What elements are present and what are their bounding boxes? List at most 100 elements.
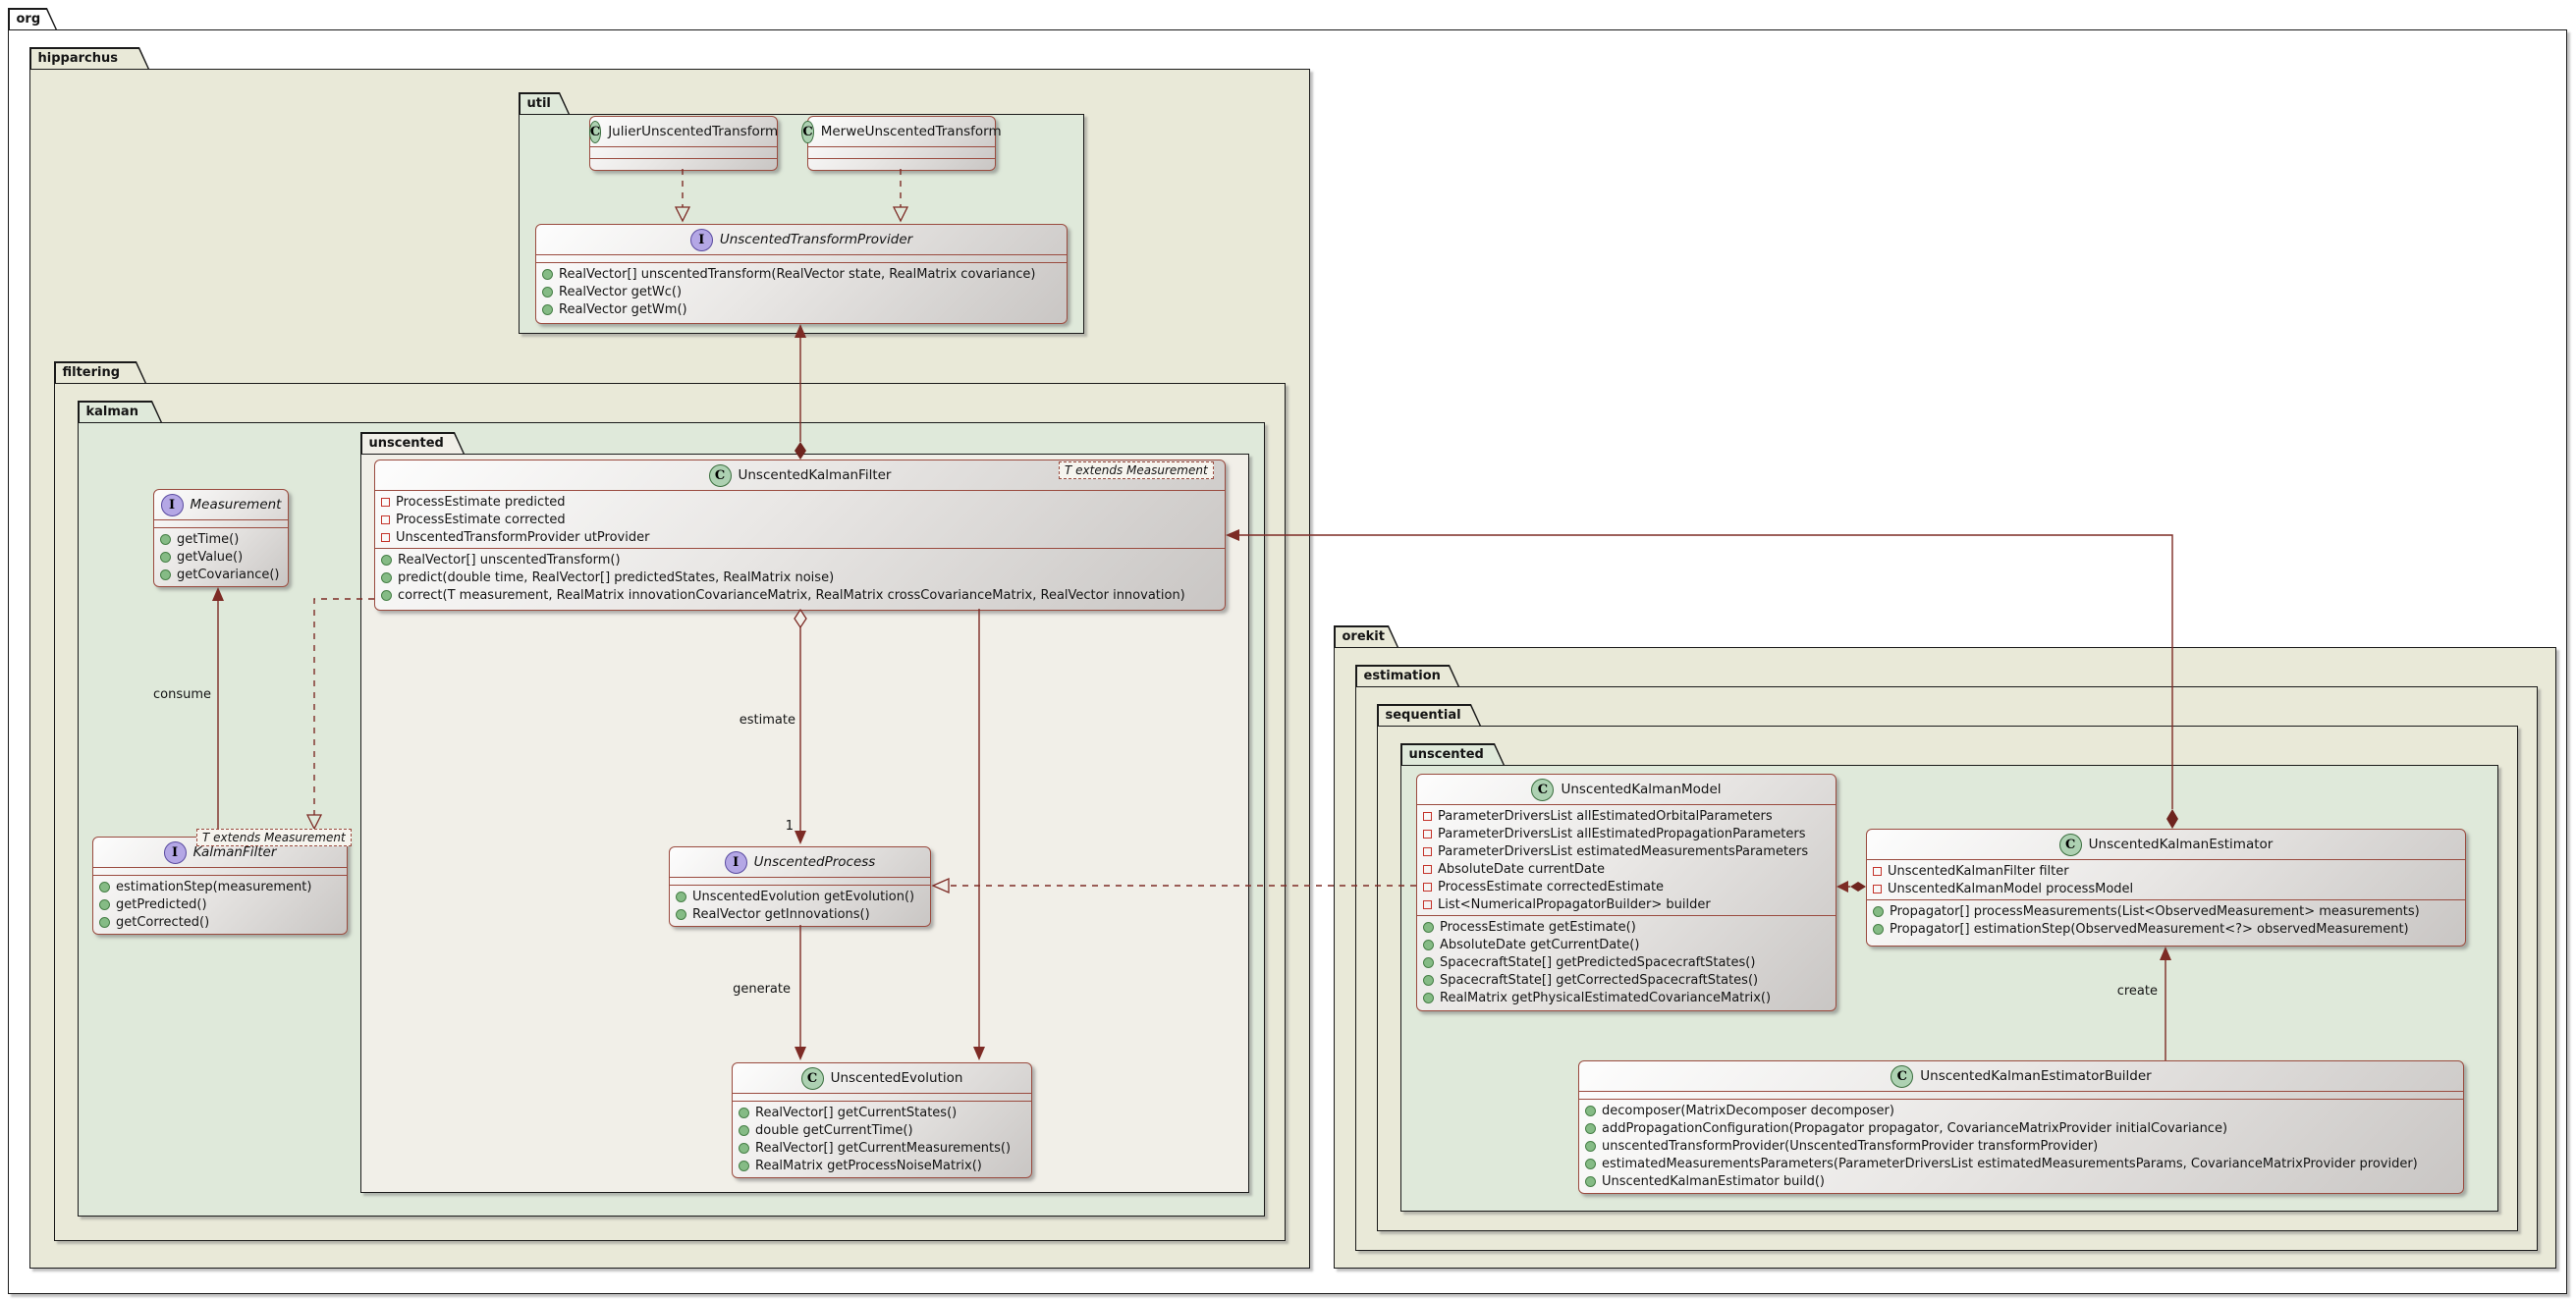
method-row: Propagator[] estimationStep(ObservedMeas… — [1873, 920, 2457, 938]
member-text: ProcessEstimate corrected — [396, 512, 566, 527]
public-method-icon — [739, 1107, 749, 1118]
empty-fields-compartment — [808, 146, 995, 158]
member-text: correct(T measurement, RealMatrix innova… — [398, 587, 1185, 603]
package-sequential-tab: sequential — [1377, 704, 1481, 726]
private-field-icon — [1423, 899, 1432, 909]
method-row: RealMatrix getPhysicalEstimatedCovarianc… — [1423, 989, 1828, 1006]
method-row: estimatedMeasurementsParameters(Paramete… — [1585, 1155, 2455, 1172]
package-org-label: org — [10, 10, 56, 30]
class-icon: C — [1531, 778, 1555, 801]
generic-type-label: T extends Measurement — [196, 829, 352, 846]
class-name: KalmanFilter — [192, 844, 277, 860]
methods-compartment: decomposer(MatrixDecomposer decomposer)a… — [1579, 1099, 2463, 1193]
public-method-icon — [1873, 923, 1884, 935]
class-name: Measurement — [190, 497, 282, 513]
method-row: addPropagationConfiguration(Propagator p… — [1585, 1119, 2455, 1137]
public-method-icon — [1423, 956, 1434, 968]
generic-type-label: T extends Measurement — [1059, 461, 1214, 479]
field-row: UnscentedKalmanFilter filter — [1873, 862, 2457, 880]
empty-fields-compartment — [93, 867, 347, 875]
field-row: UnscentedKalmanModel processModel — [1873, 880, 2457, 897]
public-method-icon — [381, 554, 392, 566]
methods-compartment: RealVector[] unscentedTransform()predict… — [375, 548, 1225, 610]
method-row: RealVector[] getCurrentStates() — [739, 1104, 1023, 1121]
method-row: RealVector[] unscentedTransform() — [381, 551, 1217, 568]
member-text: UnscentedKalmanModel processModel — [1888, 881, 2134, 896]
public-method-icon — [99, 881, 110, 893]
interface-icon: I — [160, 493, 184, 516]
member-text: UnscentedEvolution getEvolution() — [692, 889, 915, 904]
method-row: Propagator[] processMeasurements(List<Ob… — [1873, 902, 2457, 920]
method-row: RealVector[] getCurrentMeasurements() — [739, 1139, 1023, 1157]
member-text: getCorrected() — [116, 914, 210, 930]
method-row: UnscentedKalmanEstimator build() — [1585, 1172, 2455, 1190]
method-row: getCovariance() — [160, 566, 280, 583]
member-text: RealVector[] getCurrentMeasurements() — [755, 1140, 1012, 1156]
class-name: MerweUnscentedTransform — [820, 124, 1002, 139]
public-method-icon — [1585, 1140, 1596, 1152]
empty-methods-compartment — [808, 158, 995, 170]
member-text: AbsoluteDate currentDate — [1438, 861, 1605, 877]
method-row: predict(double time, RealVector[] predic… — [381, 568, 1217, 586]
method-row: RealVector getInnovations() — [676, 905, 922, 923]
member-text: getCovariance() — [177, 567, 280, 582]
methods-compartment: RealVector[] getCurrentStates()double ge… — [733, 1101, 1031, 1177]
method-row: estimationStep(measurement) — [99, 878, 339, 895]
package-unscented-right-tab: unscented — [1400, 743, 1505, 765]
member-text: unscentedTransformProvider(UnscentedTran… — [1602, 1138, 2099, 1154]
class-name: UnscentedKalmanEstimatorBuilder — [1920, 1068, 2152, 1084]
empty-fields-compartment — [590, 146, 777, 158]
member-text: RealVector[] unscentedTransform(RealVect… — [559, 266, 1036, 282]
member-text: getValue() — [177, 549, 244, 565]
public-method-icon — [739, 1142, 749, 1154]
methods-compartment: getTime()getValue()getCovariance() — [154, 527, 288, 586]
member-text: predict(double time, RealVector[] predic… — [398, 569, 835, 585]
field-row: ParameterDriversList allEstimatedPropaga… — [1423, 825, 1828, 842]
edge-label-multiplicity-1: 1 — [785, 819, 794, 834]
public-method-icon — [99, 898, 110, 910]
public-method-icon — [1423, 974, 1434, 986]
class-icon: C — [708, 463, 732, 487]
methods-compartment: ProcessEstimate getEstimate()AbsoluteDat… — [1417, 915, 1836, 1010]
method-row: getValue() — [160, 548, 280, 566]
field-row: AbsoluteDate currentDate — [1423, 860, 1828, 878]
public-method-icon — [381, 589, 392, 601]
member-text: ParameterDriversList allEstimatedOrbital… — [1438, 808, 1773, 824]
empty-fields-compartment — [1579, 1091, 2463, 1099]
member-text: ParameterDriversList estimatedMeasuremen… — [1438, 843, 1809, 859]
member-text: addPropagationConfiguration(Propagator p… — [1602, 1120, 2228, 1136]
class-name: JulierUnscentedTransform — [608, 124, 779, 139]
public-method-icon — [1585, 1158, 1596, 1169]
class-icon: C — [800, 1066, 824, 1090]
class-name: UnscentedKalmanFilter — [738, 467, 892, 483]
public-method-icon — [676, 908, 686, 920]
public-method-icon — [542, 268, 553, 280]
private-field-icon — [381, 514, 390, 524]
private-field-icon — [1423, 846, 1432, 856]
method-row: RealMatrix getProcessNoiseMatrix() — [739, 1157, 1023, 1174]
method-row: correct(T measurement, RealMatrix innova… — [381, 586, 1217, 604]
member-text: ProcessEstimate predicted — [396, 494, 566, 510]
method-row: RealVector getWm() — [542, 300, 1059, 318]
package-orekit-label: orekit — [1336, 627, 1398, 648]
method-row: RealVector[] unscentedTransform(RealVect… — [542, 265, 1059, 283]
member-text: RealVector getWc() — [559, 284, 683, 299]
edge-label-consume: consume — [152, 687, 211, 702]
edge-label-create: create — [2116, 984, 2158, 999]
member-text: UnscentedKalmanFilter filter — [1888, 863, 2069, 879]
private-field-icon — [381, 532, 390, 542]
package-estimation-label: estimation — [1357, 667, 1458, 687]
